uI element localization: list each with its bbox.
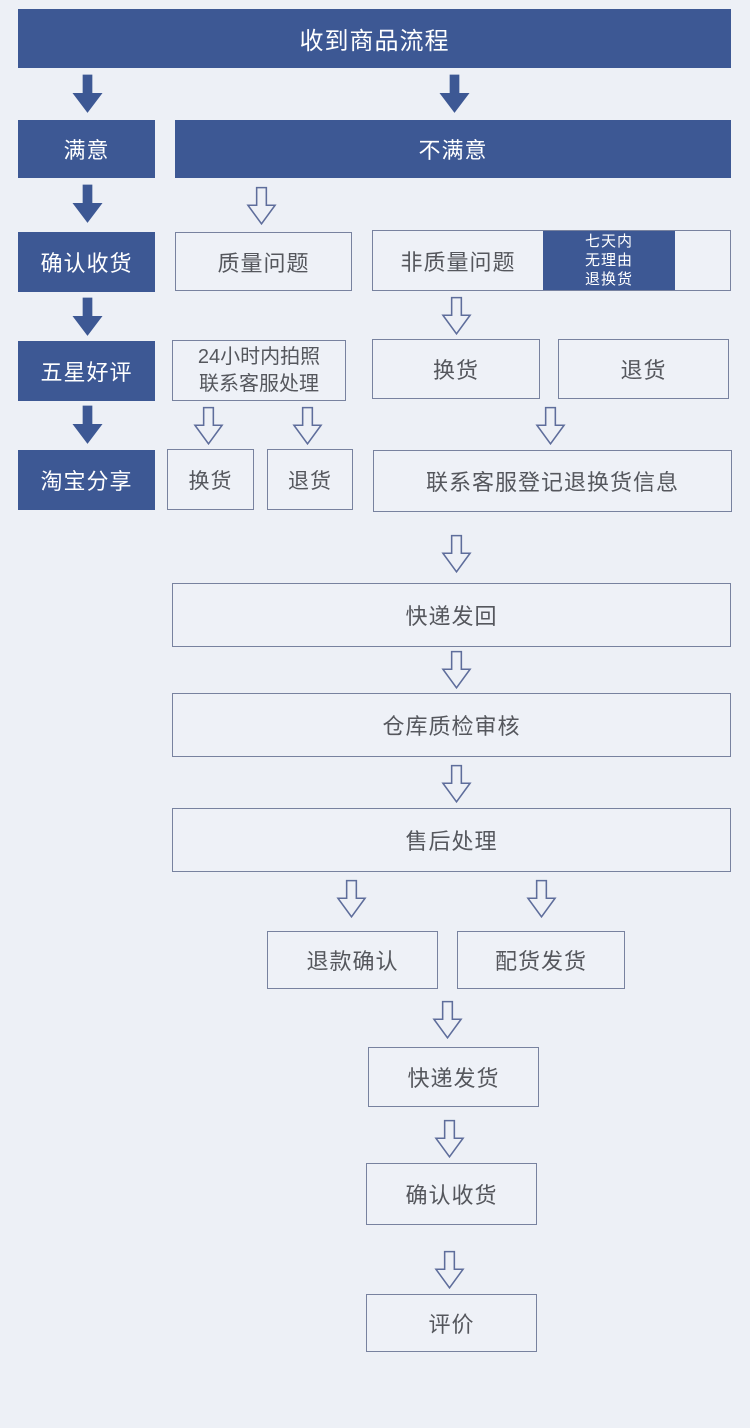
down-arrow-hollow-icon — [432, 1000, 463, 1040]
node-unsatisfied: 不满意 — [175, 120, 731, 178]
node-non-quality-issue-group: 非质量问题 七天内 无理由 退换货 — [372, 230, 731, 291]
node-quality-exchange: 换货 — [167, 449, 254, 510]
non-quality-issue-label: 非质量问题 — [400, 249, 516, 275]
node-confirm-receipt-bottom: 确认收货 — [366, 1163, 537, 1225]
node-warehouse-inspection: 仓库质检审核 — [172, 693, 731, 757]
node-non-quality-return: 退货 — [558, 339, 729, 399]
node-confirm-receipt-left: 确认收货 — [18, 232, 155, 292]
node-dispatch-goods: 配货发货 — [457, 931, 625, 989]
down-arrow-solid-icon — [72, 405, 103, 445]
node-satisfied: 满意 — [18, 120, 155, 178]
down-arrow-hollow-icon — [434, 1119, 465, 1159]
down-arrow-hollow-icon — [441, 296, 472, 336]
node-non-quality-exchange: 换货 — [372, 339, 540, 399]
node-refund-confirm: 退款确认 — [267, 931, 438, 989]
down-arrow-hollow-icon — [526, 879, 557, 919]
node-after-sale-handling: 售后处理 — [172, 808, 731, 872]
down-arrow-hollow-icon — [336, 879, 367, 919]
down-arrow-hollow-icon — [292, 406, 323, 446]
down-arrow-hollow-icon — [535, 406, 566, 446]
node-contact-service: 联系客服登记退换货信息 — [373, 450, 732, 512]
down-arrow-hollow-icon — [441, 764, 472, 804]
down-arrow-solid-icon — [72, 297, 103, 337]
node-taobao-share: 淘宝分享 — [18, 450, 155, 510]
node-five-star-review: 五星好评 — [18, 341, 155, 401]
down-arrow-hollow-icon — [441, 534, 472, 574]
down-arrow-hollow-icon — [193, 406, 224, 446]
down-arrow-solid-icon — [72, 184, 103, 224]
down-arrow-solid-icon — [72, 74, 103, 114]
down-arrow-solid-icon — [439, 74, 470, 114]
flowchart-title: 收到商品流程 — [18, 9, 731, 68]
down-arrow-hollow-icon — [441, 650, 472, 690]
node-quality-issue: 质量问题 — [175, 232, 352, 291]
down-arrow-hollow-icon — [246, 186, 277, 226]
node-express-delivery: 快递发货 — [368, 1047, 539, 1107]
node-photo-within-24h: 24小时内拍照 联系客服处理 — [172, 340, 346, 401]
seven-day-policy-badge: 七天内 无理由 退换货 — [543, 231, 675, 290]
node-quality-return: 退货 — [267, 449, 353, 510]
down-arrow-hollow-icon — [434, 1250, 465, 1290]
node-ship-back: 快递发回 — [172, 583, 731, 647]
node-review: 评价 — [366, 1294, 537, 1352]
